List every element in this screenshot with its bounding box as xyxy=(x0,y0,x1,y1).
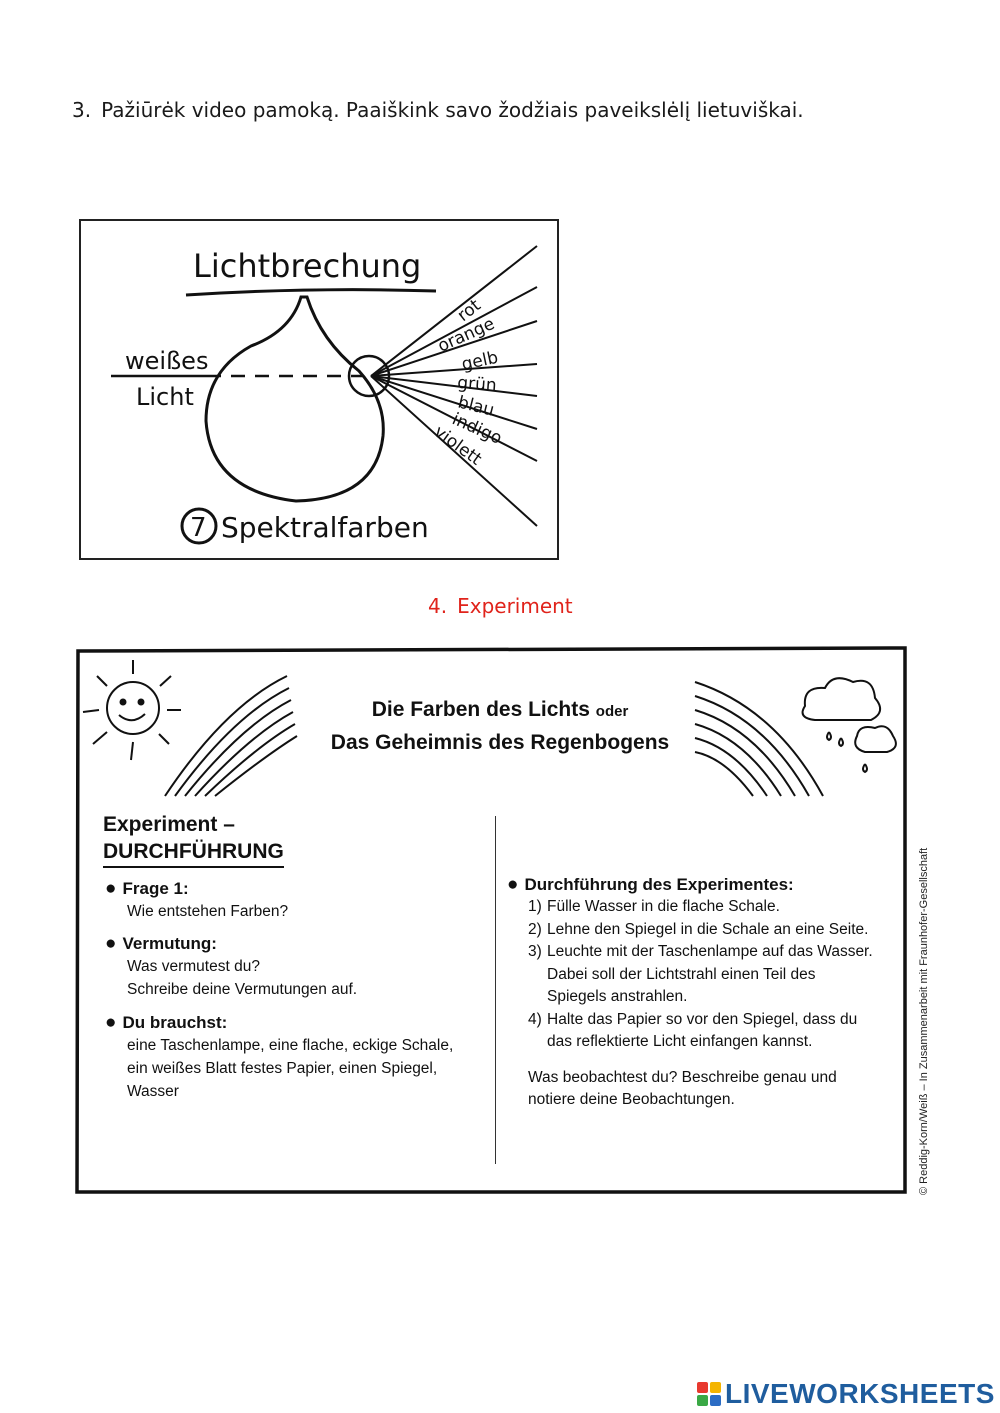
color-label-green: grün xyxy=(457,373,498,396)
procedure-step: 4) Halte das Papier so vor den Spiegel, … xyxy=(528,1009,907,1054)
title-oder: oder xyxy=(595,703,629,720)
observation-line: Was beobachtest du? Beschreibe genau und xyxy=(528,1068,837,1086)
task-4-text: Experiment xyxy=(457,594,573,618)
logo-mark-icon xyxy=(697,1382,721,1406)
rainbow-right-icon xyxy=(694,681,824,797)
refraction-point xyxy=(347,354,391,398)
question-block-material: ● Du brauchst: eine Taschenlampe, eine fl… xyxy=(105,1012,453,1103)
bullet-icon: ● xyxy=(105,1012,117,1033)
diagram-caption: Spektralfarben xyxy=(221,511,429,544)
frage-heading: Frage 1: xyxy=(122,879,189,898)
material-heading: Du brauchst: xyxy=(122,1013,228,1032)
vermutung-line: Was vermutest du? xyxy=(127,958,260,975)
step-number: 2) xyxy=(528,920,542,938)
procedure-step: 1) Fülle Wasser in die flache Schale. xyxy=(528,896,907,919)
step-line: Leuchte mit der Taschenlampe auf das Was… xyxy=(547,943,873,960)
task-3-instruction: 3. Pažiūrėk video pamoką. Paaiškink savo … xyxy=(72,98,804,122)
copyright-notice: © Reddig-Korn/Weiß – In Zusammenarbeit m… xyxy=(918,847,930,1195)
step-line: Halte das Papier so vor den Spiegel, das… xyxy=(547,1010,858,1028)
step-line: Lehne den Spiegel in die Schale an eine … xyxy=(547,920,869,938)
bullet-icon: ● xyxy=(105,933,117,954)
material-line: eine Taschenlampe, eine flache, eckige S… xyxy=(127,1037,454,1054)
section-line-1: Experiment – xyxy=(103,813,235,836)
task-4-heading: 4. Experiment xyxy=(428,594,573,618)
task-3-text: Pažiūrėk video pamoką. Paaiškink savo žo… xyxy=(101,98,804,122)
step-line: das reflektierte Licht einfangen kannst. xyxy=(547,1033,813,1050)
section-line-2: DURCHFÜHRUNG xyxy=(103,838,284,868)
procedure-step: 2) Lehne den Spiegel in die Schale an ei… xyxy=(528,919,907,942)
rainbow-left-icon xyxy=(164,675,298,797)
cloud-icon xyxy=(801,677,897,774)
observation-prompt: Was beobachtest du? Beschreibe genau und… xyxy=(507,1067,907,1112)
light-refraction-diagram: Lichtbrechung weißes Licht rot orange ge… xyxy=(79,219,559,560)
count-circle xyxy=(180,507,218,545)
bullet-icon: ● xyxy=(507,874,519,895)
sun-icon xyxy=(82,660,181,761)
step-line: Dabei soll der Lichtstrahl einen Teil de… xyxy=(547,965,816,983)
spectrum-rays xyxy=(370,245,538,527)
step-line: Fülle Wasser in die flache Schale. xyxy=(547,898,780,915)
question-block-vermutung: ● Vermutung: Was vermutest du? Schreibe d… xyxy=(105,933,357,1001)
diagram-title: Lichtbrechung xyxy=(193,247,421,285)
color-label-yellow: gelb xyxy=(460,348,500,375)
worksheet-frame xyxy=(75,646,907,1194)
experiment-worksheet: Die Farben des Lichts oder Das Geheimnis… xyxy=(75,646,907,1194)
water-drop xyxy=(204,295,385,503)
vermutung-line: Schreibe deine Vermutungen auf. xyxy=(127,981,358,998)
worksheet-title: Die Farben des Lichts oder Das Geheimnis… xyxy=(255,694,745,758)
step-line: Spiegels anstrahlen. xyxy=(547,988,688,1005)
question-block-frage: ● Frage 1: Wie entstehen Farben? xyxy=(105,878,288,923)
white-light-label-2: Licht xyxy=(136,383,194,411)
task-4-number: 4. xyxy=(428,594,448,618)
title-line-2: Das Geheimnis des Regenbogens xyxy=(330,731,670,754)
spectral-count: 7 xyxy=(190,513,207,543)
title-underline xyxy=(185,288,437,297)
material-line: Wasser xyxy=(127,1083,179,1100)
title-line-1: Die Farben des Lichts xyxy=(371,698,590,721)
observation-line: notiere deine Beobachtungen. xyxy=(528,1091,735,1108)
procedure-steps: 1) Fülle Wasser in die flache Schale. 2)… xyxy=(507,896,907,1054)
step-number: 3) xyxy=(528,943,542,960)
procedure-heading: Durchführung des Experimentes: xyxy=(524,875,794,894)
step-number: 1) xyxy=(528,898,542,915)
step-number: 4) xyxy=(528,1010,542,1028)
logo-text: LIVEWORKSHEETS xyxy=(725,1378,995,1409)
liveworksheets-logo: LIVEWORKSHEETS xyxy=(697,1377,995,1411)
white-light-label-1: weißes xyxy=(125,347,208,375)
vermutung-heading: Vermutung: xyxy=(122,934,217,953)
frage-line: Wie entstehen Farben? xyxy=(127,903,289,920)
section-heading: Experiment – DURCHFÜHRUNG xyxy=(103,811,284,868)
material-line: ein weißes Blatt festes Papier, einen Sp… xyxy=(127,1060,438,1077)
procedure-block: ● Durchführung des Experimentes: 1) Fülle… xyxy=(507,874,907,1112)
column-divider xyxy=(495,816,496,1164)
procedure-step: 3) Leuchte mit der Taschenlampe auf das … xyxy=(528,941,907,1009)
bullet-icon: ● xyxy=(105,878,117,899)
task-3-number: 3. xyxy=(72,98,92,122)
